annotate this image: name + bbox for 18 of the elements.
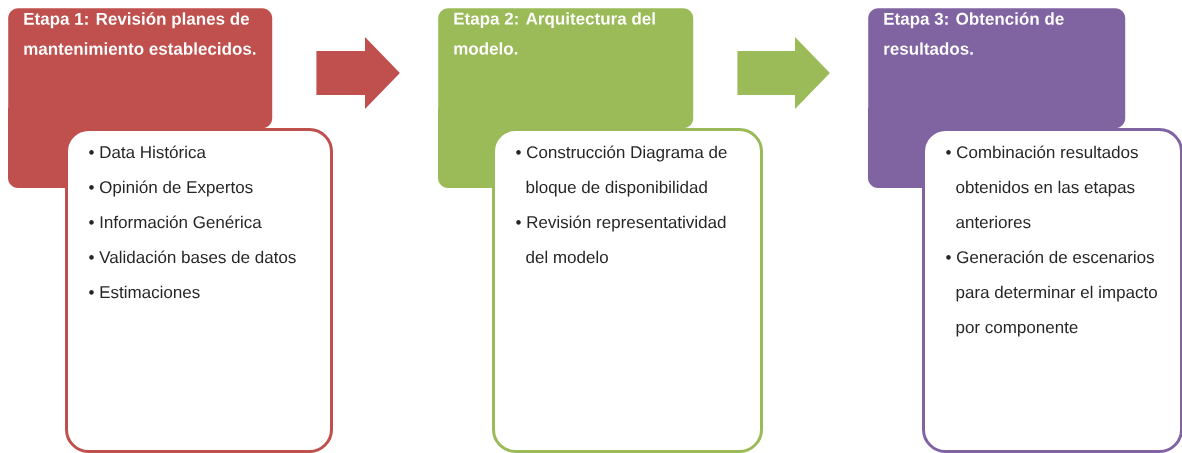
bullet-item: • Construcción Diagrama de bloque de disponibilidad (516, 145, 727, 197)
stage-header: Etapa 1: Revisión planes de mantenimiento establecidos. (8, 8, 273, 129)
bullet-list-box (922, 128, 1182, 453)
stage-header: Etapa 3: Obtención de resultados. (868, 8, 1126, 129)
node-label: Etapa 3: Obtención de resultados. (884, 12, 1064, 55)
bullet-list-box (492, 128, 763, 453)
node-label: Etapa 1: Revisión planes de mantenimiento establecidos. (24, 12, 256, 55)
bullet-item: • Combinación resultados obtenidos en las etapas anteriores (946, 145, 1138, 229)
bullet-item: • Información Genérica (89, 215, 262, 229)
bullet-item: • Revisión representatividad del modelo (516, 215, 726, 264)
bullet-item: • Estimaciones (89, 285, 200, 299)
bullet-item: • Data Histórica (89, 145, 206, 159)
stage-header: Etapa 2: Arquitectura del modelo. (438, 8, 694, 129)
bullet-item: • Validación bases de datos (89, 250, 296, 264)
bullet-list-box (65, 128, 333, 453)
bullet-item: • Generación de escenarios para determinar el impacto por componente (946, 250, 1157, 337)
bullet-item: • Opinión de Expertos (89, 180, 253, 197)
node-label: Etapa 2: Arquitectura del modelo. (454, 12, 655, 55)
